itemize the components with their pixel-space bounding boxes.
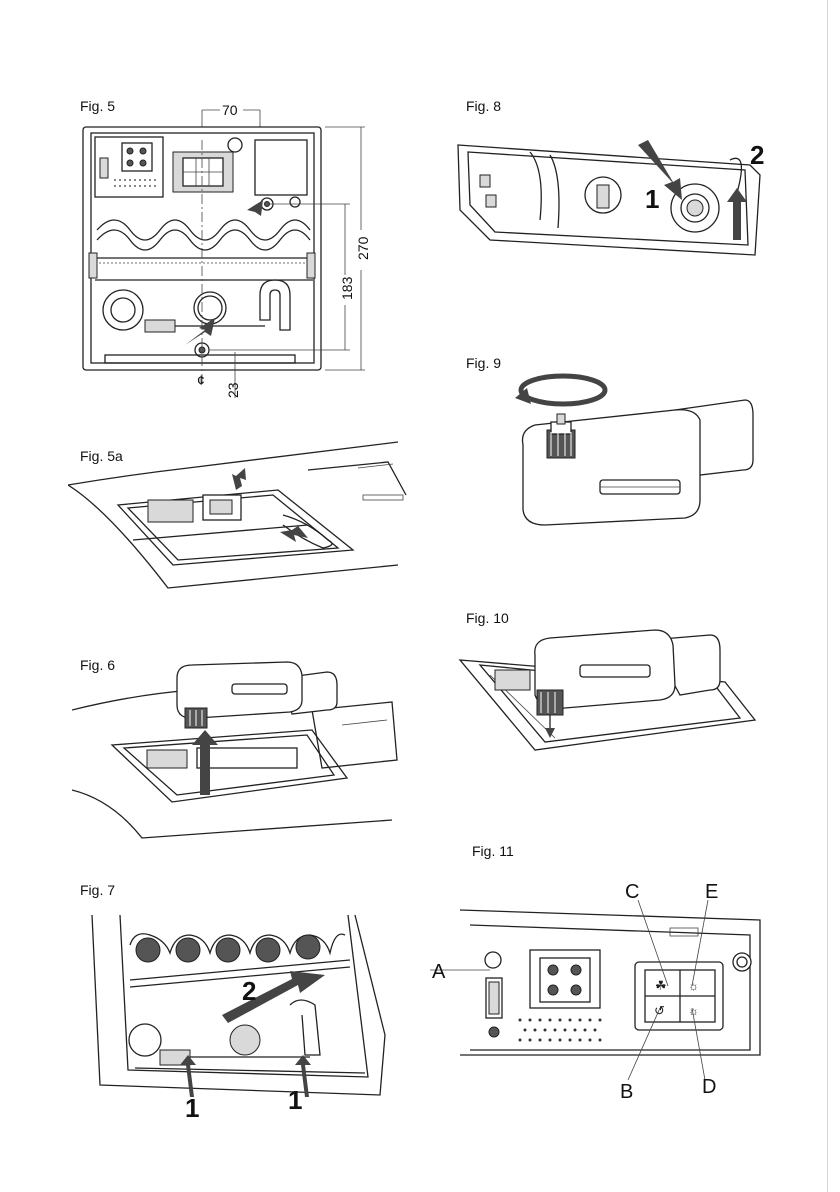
fig8-callout-1: 1 — [645, 184, 659, 214]
fig8-label: Fig. 8 — [466, 98, 501, 114]
fig7-drawing: 2 1 1 — [80, 905, 400, 1125]
fig7-callout-1a: 1 — [185, 1093, 199, 1123]
fig7-callout-2: 2 — [242, 976, 256, 1006]
fig5-dim-height: 270 — [355, 236, 371, 260]
page-edge — [827, 0, 828, 1192]
fig9-label: Fig. 9 — [466, 355, 501, 371]
fig5-drawing: 70 270 183 23 ¢ — [75, 100, 395, 400]
fig11-callout-a: A — [432, 961, 446, 983]
fig11-callout-b: B — [620, 1081, 633, 1100]
fig11-callout-c: C — [625, 881, 639, 903]
svg-text:↺: ↺ — [654, 1003, 665, 1018]
fig11-callout-d: D — [702, 1076, 716, 1098]
svg-text:¢: ¢ — [197, 372, 205, 388]
fig7-callout-1b: 1 — [288, 1085, 302, 1115]
fig10-drawing — [455, 620, 765, 770]
fig7-label: Fig. 7 — [80, 882, 115, 898]
fig11-drawing: ☘ ☼ ↺ ☼ A B C D E — [430, 880, 770, 1100]
fig5-dim-inner: 183 — [339, 276, 355, 300]
fig6-drawing — [72, 660, 402, 840]
svg-text:☼: ☼ — [688, 979, 699, 993]
fig5-dim-top: 70 — [222, 102, 238, 118]
fig8-callout-2: 2 — [750, 140, 764, 170]
fig5-dim-bottom: 23 — [225, 382, 241, 398]
svg-text:☘: ☘ — [655, 978, 667, 993]
fig11-callout-e: E — [705, 881, 718, 903]
fig11-label: Fig. 11 — [472, 843, 514, 859]
fig8-drawing: 1 2 — [450, 130, 780, 270]
fig5a-drawing — [68, 440, 408, 590]
fig9-drawing — [505, 360, 765, 530]
